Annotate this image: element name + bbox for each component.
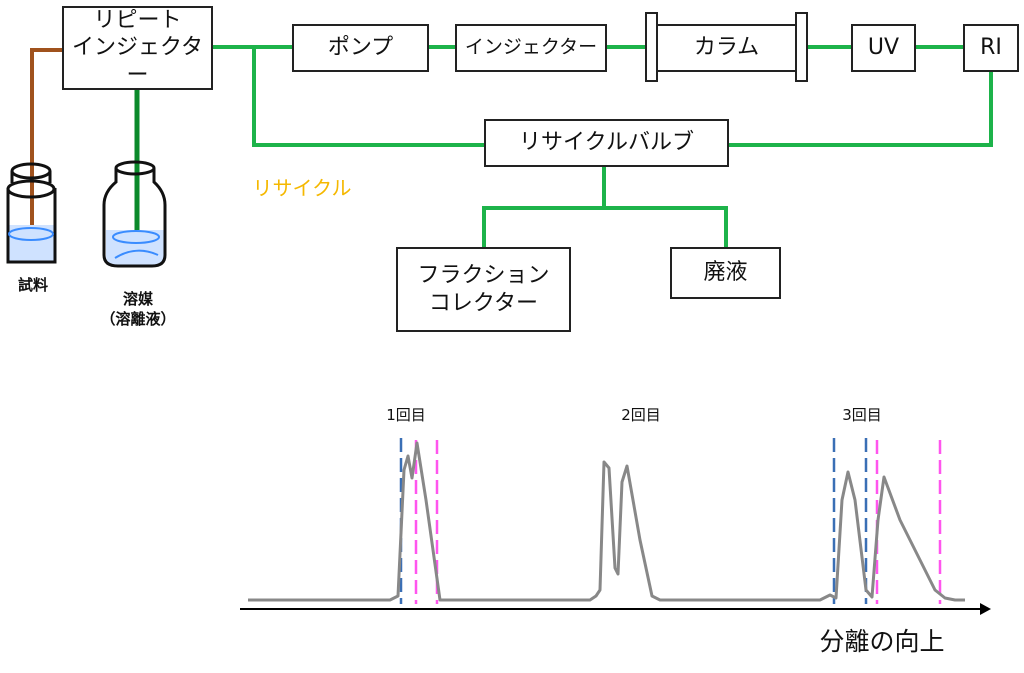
cycle-3-label: 3回目 [842, 406, 882, 424]
fraction-collector-label-line2: コレクター [428, 290, 539, 316]
waste-box: 廃液 [670, 247, 781, 299]
sample-label: 試料 [17, 276, 49, 294]
cycle-2-label: 2回目 [621, 406, 661, 424]
repeat-injector-label-line2: インジェクター [71, 35, 204, 88]
chromatogram-trace [248, 441, 965, 602]
x-axis-arrow [980, 603, 991, 615]
uv-label: UV [867, 35, 900, 61]
pump-label: ポンプ [327, 35, 394, 61]
sample-line [30, 48, 62, 262]
eluent-label: （溶離液） [100, 310, 176, 328]
recycle-valve-box: リサイクルバルブ [484, 119, 729, 167]
column-cap-right [795, 12, 808, 82]
recycle-label: リサイクル [252, 176, 352, 200]
cycle-1-label: 1回目 [386, 406, 426, 424]
flow-lines [212, 45, 993, 247]
ri-detector-box: RI [963, 24, 1019, 72]
solvent-bottle-icon [102, 160, 167, 268]
solvent-label: 溶媒 [122, 290, 154, 308]
pump-box: ポンプ [292, 24, 429, 72]
ri-label: RI [980, 35, 1002, 61]
uv-detector-box: UV [851, 24, 916, 72]
injector-box: インジェクター [455, 24, 607, 72]
waste-label: 廃液 [703, 260, 748, 286]
repeat-injector-label-line1: リピート [93, 7, 182, 33]
separation-improvement-label: 分離の向上 [819, 627, 945, 656]
column-box: カラム [656, 24, 797, 72]
column-label: カラム [693, 35, 760, 61]
injector-label: インジェクター [464, 36, 598, 59]
fraction-collector-label-line1: フラクション [417, 263, 550, 288]
recycle-valve-label: リサイクルバルブ [519, 130, 694, 156]
fraction-collector-box: フラクションコレクター [396, 247, 571, 332]
chromatogram [240, 438, 991, 615]
repeat-injector-box: リピートインジェクター [62, 6, 213, 90]
sample-vial-icon [6, 162, 57, 264]
